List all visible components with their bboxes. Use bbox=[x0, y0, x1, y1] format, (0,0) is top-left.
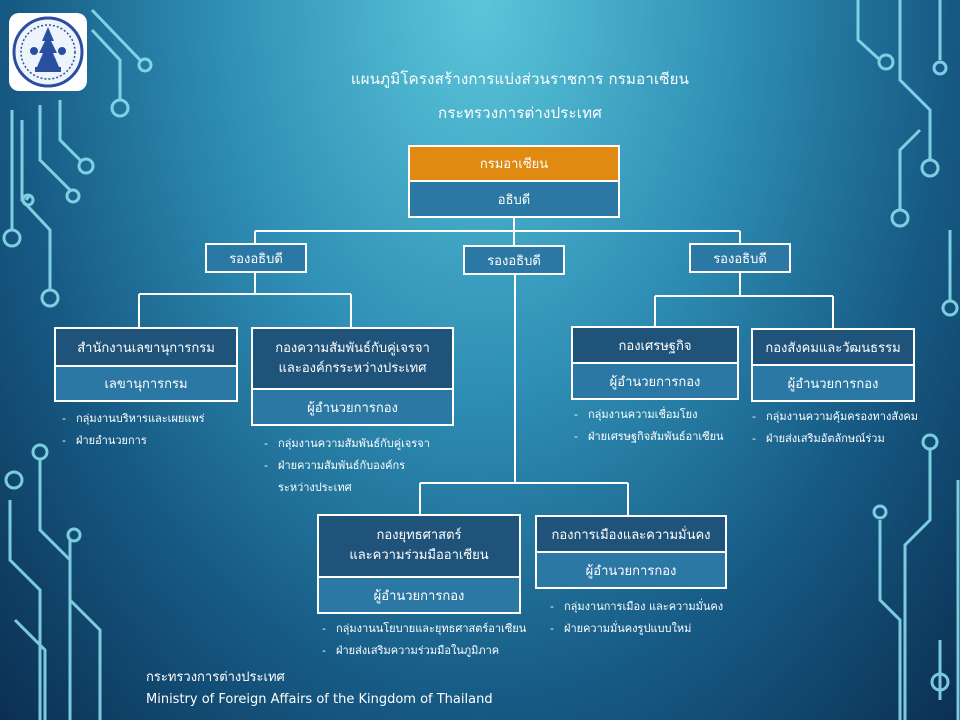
ministry-logo bbox=[9, 13, 87, 91]
dialogue-sub-list: กลุ่มงานความสัมพันธ์กับคู่เจรจา ฝ่ายความ… bbox=[262, 433, 430, 499]
list-item: กลุ่มงานนโยบายและยุทธศาสตร์อาเซียน bbox=[320, 618, 526, 640]
list-item: ฝ่ายอำนวยการ bbox=[60, 430, 205, 452]
director-general-box: อธิบดี bbox=[408, 180, 620, 218]
list-item: กลุ่มงานความเชื่อมโยง bbox=[572, 404, 724, 426]
dialogue-name-line2: และองค์กรระหว่างประเทศ bbox=[278, 360, 427, 376]
deputy-box-left: รองอธิบดี bbox=[205, 243, 307, 273]
list-item: กลุ่มงานความคุ้มครองทางสังคม bbox=[750, 406, 918, 428]
secretary-head-box: เลขานุการกรม bbox=[54, 365, 238, 402]
footer-english: Ministry of Foreign Affairs of the Kingd… bbox=[146, 692, 493, 707]
economic-division-box: กองเศรษฐกิจ bbox=[571, 326, 739, 364]
social-sub-list: กลุ่มงานความคุ้มครองทางสังคม ฝ่ายส่งเสริ… bbox=[750, 406, 918, 450]
strategy-sub-list: กลุ่มงานนโยบายและยุทธศาสตร์อาเซียน ฝ่ายส… bbox=[320, 618, 526, 662]
list-item-line1: ฝ่ายความสัมพันธ์กับองค์กร bbox=[278, 459, 406, 472]
social-head-box: ผู้อำนวยการกอง bbox=[751, 364, 915, 402]
strategy-head-box: ผู้อำนวยการกอง bbox=[317, 576, 521, 614]
list-item: ฝ่ายความสัมพันธ์กับองค์กรระหว่างประเทศ bbox=[262, 455, 430, 499]
deputy-box-right: รองอธิบดี bbox=[689, 243, 791, 273]
list-item: กลุ่มงานบริหารและเผยแพร่ bbox=[60, 408, 205, 430]
political-head-box: ผู้อำนวยการกอง bbox=[535, 551, 727, 589]
list-item: ฝ่ายส่งเสริมความร่วมมือในภูมิภาค bbox=[320, 640, 526, 662]
list-item: กลุ่มงานการเมือง และความมั่นคง bbox=[548, 596, 723, 618]
secretary-sub-list: กลุ่มงานบริหารและเผยแพร่ ฝ่ายอำนวยการ bbox=[60, 408, 205, 452]
strategy-name-line2: และความร่วมมืออาเซียน bbox=[349, 548, 489, 563]
political-sub-list: กลุ่มงานการเมือง และความมั่นคง ฝ่ายความม… bbox=[548, 596, 723, 640]
secretary-office-box: สำนักงานเลขานุการกรม bbox=[54, 327, 238, 367]
dept-box: กรมอาเซียน bbox=[408, 145, 620, 182]
dialogue-head-box: ผู้อำนวยการกอง bbox=[251, 388, 454, 426]
dialogue-division-box: กองความสัมพันธ์กับคู่เจรจา และองค์กรระหว… bbox=[251, 327, 454, 390]
dialogue-name-line1: กองความสัมพันธ์กับคู่เจรจา bbox=[275, 340, 430, 356]
list-item: กลุ่มงานความสัมพันธ์กับคู่เจรจา bbox=[262, 433, 430, 455]
list-item-line2: ระหว่างประเทศ bbox=[278, 481, 352, 494]
list-item: ฝ่ายเศรษฐกิจสัมพันธ์อาเซียน bbox=[572, 426, 724, 448]
strategy-division-box: กองยุทธศาสตร์ และความร่วมมืออาเซียน bbox=[317, 514, 521, 578]
strategy-name-line1: กองยุทธศาสตร์ bbox=[376, 528, 462, 543]
chart-subtitle: กระทรวงการต่างประเทศ bbox=[438, 104, 602, 122]
political-division-box: กองการเมืองและความมั่นคง bbox=[535, 515, 727, 553]
social-division-box: กองสังคมและวัฒนธรรม bbox=[751, 328, 915, 366]
list-item: ฝ่ายความมั่นคงรูปแบบใหม่ bbox=[548, 618, 723, 640]
footer-thai: กระทรวงการต่างประเทศ bbox=[146, 670, 285, 685]
deputy-box-center: รองอธิบดี bbox=[463, 245, 565, 275]
chart-title: แผนภูมิโครงสร้างการแบ่งส่วนราชการ กรมอาเ… bbox=[350, 70, 690, 88]
list-item: ฝ่ายส่งเสริมอัตลักษณ์ร่วม bbox=[750, 428, 918, 450]
economic-head-box: ผู้อำนวยการกอง bbox=[571, 362, 739, 400]
economic-sub-list: กลุ่มงานความเชื่อมโยง ฝ่ายเศรษฐกิจสัมพัน… bbox=[572, 404, 724, 448]
ministry-emblem-icon bbox=[12, 16, 84, 88]
